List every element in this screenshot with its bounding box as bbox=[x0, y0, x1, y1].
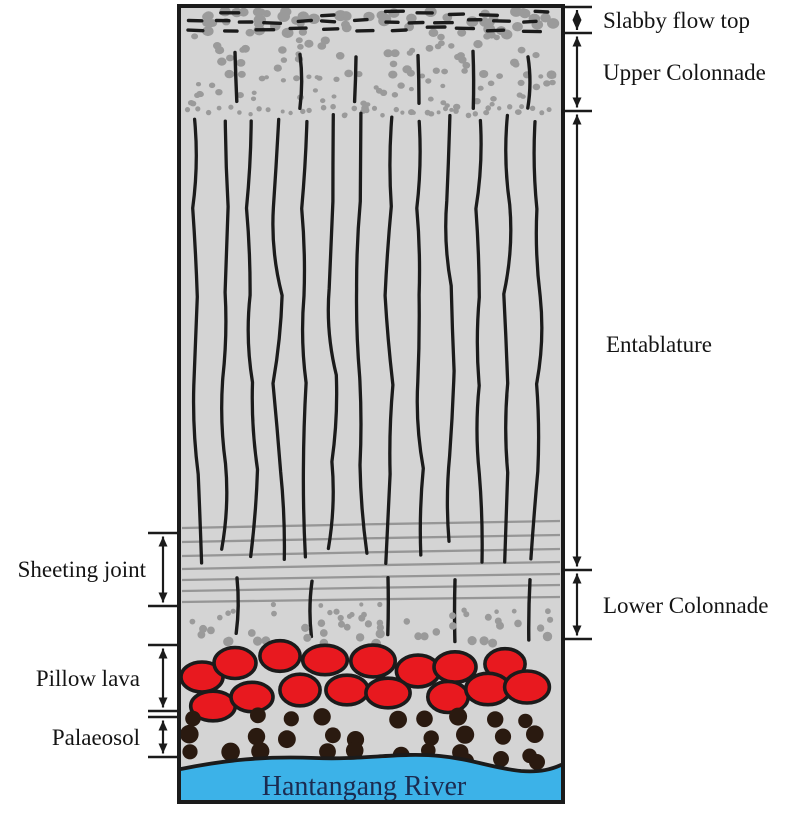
river-shoreline bbox=[179, 752, 563, 774]
column-border bbox=[177, 4, 565, 804]
label-pillow-lava: Pillow lava bbox=[36, 666, 140, 691]
lower-colonnade-speckles bbox=[189, 601, 554, 649]
label-palaeosol: Palaeosol bbox=[52, 725, 140, 750]
flow-column: Hantangang River bbox=[177, 4, 565, 804]
sheeting-joint-lines bbox=[181, 519, 561, 604]
entablature-columns bbox=[191, 111, 544, 566]
pillow-lava-pillows bbox=[179, 638, 552, 723]
left-measures bbox=[148, 531, 181, 759]
upper-colonnade-joints bbox=[233, 49, 532, 110]
label-entablature: Entablature bbox=[606, 332, 712, 357]
label-upper-colonnade: Upper Colonnade bbox=[603, 60, 766, 85]
lower-colonnade-joints bbox=[234, 576, 532, 644]
slabby-flow-top-pattern bbox=[186, 9, 550, 34]
right-measures bbox=[561, 5, 592, 641]
label-lower-colonnade: Lower Colonnade bbox=[603, 593, 768, 618]
label-sheeting-joint: Sheeting joint bbox=[18, 557, 147, 582]
river-label: Hantangang River bbox=[262, 771, 467, 802]
river-water bbox=[181, 754, 561, 800]
label-slabby-flow-top: Slabby flow top bbox=[603, 8, 750, 33]
